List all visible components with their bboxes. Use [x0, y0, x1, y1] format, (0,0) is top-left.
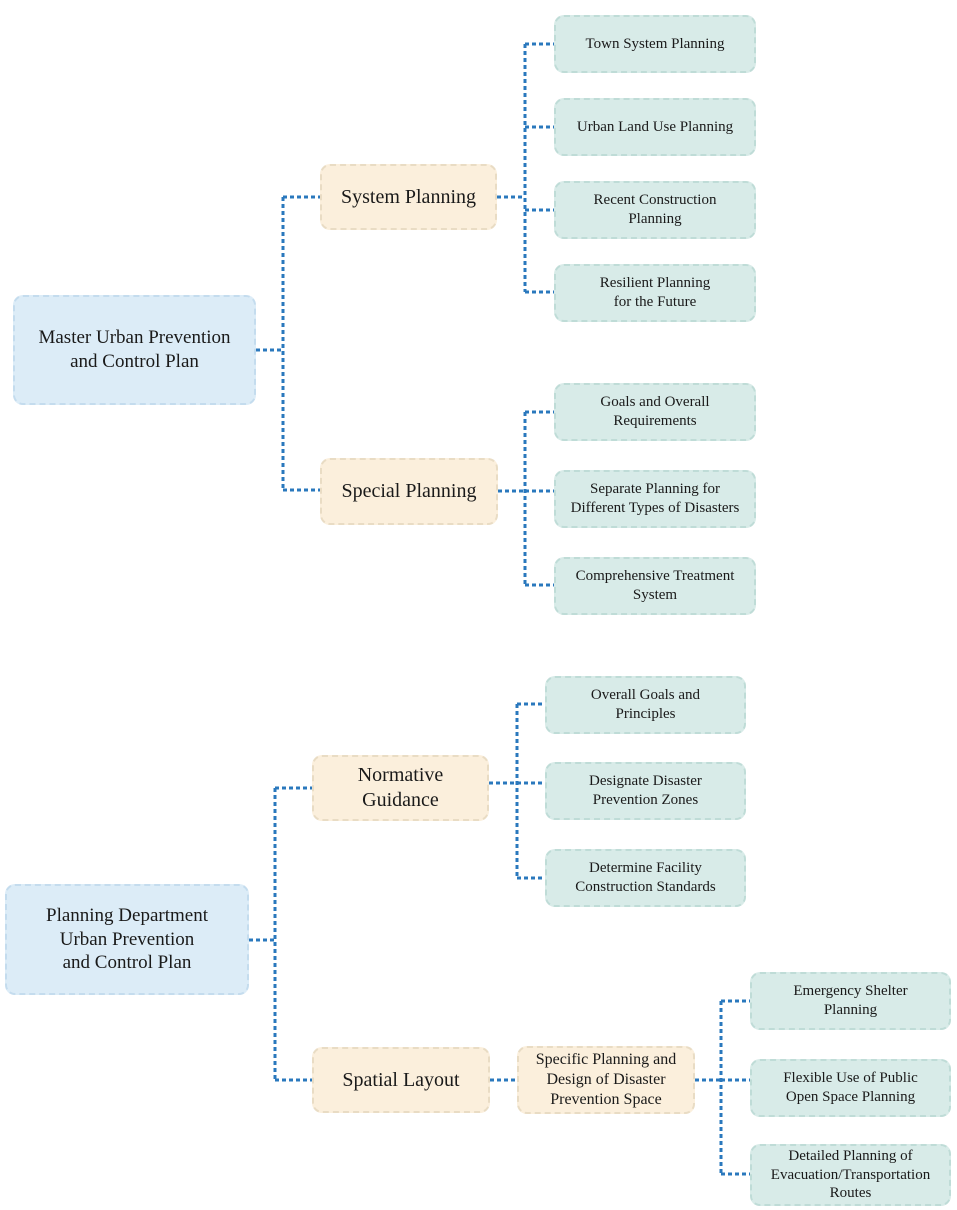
node-planning-department-plan: Planning Department Urban Prevention and… [5, 884, 249, 995]
node-town-system-planning: Town System Planning [554, 15, 756, 73]
node-recent-construction-planning: Recent Construction Planning [554, 181, 756, 239]
node-urban-land-use-planning: Urban Land Use Planning [554, 98, 756, 156]
connector-system-planning [497, 42, 554, 294]
node-spatial-layout: Spatial Layout [312, 1047, 490, 1113]
node-overall-goals-principles: Overall Goals and Principles [545, 676, 746, 734]
node-facility-construction-standards: Determine Facility Construction Standard… [545, 849, 746, 907]
node-comprehensive-treatment-system: Comprehensive Treatment System [554, 557, 756, 615]
connector-root-a [256, 195, 320, 492]
connector-disaster-space [695, 999, 750, 1176]
node-goals-overall-requirements: Goals and Overall Requirements [554, 383, 756, 441]
connector-normative-guidance [489, 702, 545, 880]
node-disaster-prevention-space: Specific Planning and Design of Disaster… [517, 1046, 695, 1114]
node-master-urban-plan: Master Urban Prevention and Control Plan [13, 295, 256, 405]
node-normative-guidance: Normative Guidance [312, 755, 489, 821]
node-separate-planning-disasters: Separate Planning for Different Types of… [554, 470, 756, 528]
node-evacuation-routes-planning: Detailed Planning of Evacuation/Transpor… [750, 1144, 951, 1206]
connector-root-b [249, 786, 312, 1082]
node-designate-disaster-zones: Designate Disaster Prevention Zones [545, 762, 746, 820]
node-resilient-planning: Resilient Planning for the Future [554, 264, 756, 322]
node-system-planning: System Planning [320, 164, 497, 230]
node-special-planning: Special Planning [320, 458, 498, 525]
node-public-open-space-planning: Flexible Use of Public Open Space Planni… [750, 1059, 951, 1117]
node-emergency-shelter-planning: Emergency Shelter Planning [750, 972, 951, 1030]
connector-special-planning [498, 410, 554, 587]
